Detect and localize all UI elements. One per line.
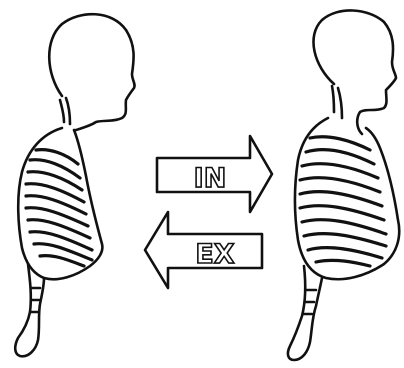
inhale-label: IN bbox=[194, 163, 227, 194]
back-neck-left bbox=[60, 100, 64, 122]
back-neck-left-2 bbox=[66, 98, 70, 124]
head-outline-right bbox=[313, 10, 396, 134]
figure-exhale bbox=[15, 14, 134, 356]
ribcage-left bbox=[26, 150, 92, 266]
back-neck-right-2 bbox=[338, 88, 342, 118]
inhale-arrow: IN bbox=[157, 136, 272, 212]
ribcage-right bbox=[300, 137, 386, 266]
figure-inhale bbox=[288, 10, 399, 360]
exhale-label: EX bbox=[195, 239, 234, 270]
back-neck-right bbox=[332, 86, 334, 112]
exhale-arrow: EX bbox=[145, 212, 262, 288]
spine-left bbox=[15, 264, 44, 356]
